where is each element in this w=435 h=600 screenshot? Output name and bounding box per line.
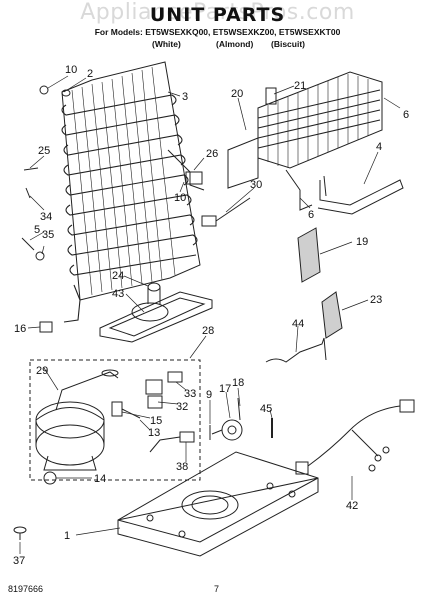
page-title: UNIT PARTS (149, 4, 286, 26)
watermark: AppliancePartsPros.com (80, 0, 355, 25)
defrost-heater (317, 175, 404, 215)
callout-18: 18 (232, 377, 244, 389)
callout-16: 16 (14, 323, 26, 335)
callout-10a: 10 (65, 64, 77, 76)
drain-tube-44 (265, 337, 327, 363)
callout-2: 2 (87, 68, 93, 80)
callout-28: 28 (202, 325, 214, 337)
callout-35: 35 (42, 229, 54, 241)
variant-almond: (Almond) (216, 39, 254, 49)
wire-connector-30 (201, 197, 251, 227)
callout-20: 20 (231, 88, 243, 100)
callout-6a: 6 (403, 109, 409, 121)
callout-43: 43 (112, 288, 124, 300)
part-37 (13, 526, 27, 534)
callout-34: 34 (40, 211, 52, 223)
callout-38: 38 (176, 461, 188, 473)
callout-19: 19 (356, 236, 368, 248)
models-line: For Models: ET5WSEXKQ00, ET5WSEXKZ00, ET… (94, 27, 341, 37)
callout-44: 44 (292, 318, 304, 330)
compressor-group-box (29, 359, 201, 481)
callout-26: 26 (206, 148, 218, 160)
callout-17: 17 (219, 383, 231, 395)
callout-30: 30 (250, 179, 262, 191)
callout-45: 45 (260, 403, 272, 415)
capacitor-17 (209, 397, 243, 441)
condenser-coil (61, 61, 205, 323)
callout-33: 33 (184, 388, 196, 400)
callout-24: 24 (112, 270, 124, 282)
doc-number: 8197666 (8, 584, 44, 594)
clip-16 (39, 321, 53, 333)
callout-3: 3 (182, 91, 188, 103)
screw-25 (23, 167, 39, 171)
variant-biscuit: (Biscuit) (271, 39, 305, 49)
page-number: 7 (214, 584, 220, 594)
callout-37: 37 (13, 555, 25, 567)
insulation-pad-19 (297, 227, 321, 283)
callout-32: 32 (176, 401, 188, 413)
callout-14: 14 (94, 473, 106, 485)
screw-34 (25, 187, 31, 199)
callout-4: 4 (376, 141, 382, 153)
callout-23: 23 (370, 294, 382, 306)
wire-harness-42 (295, 399, 415, 475)
callout-25: 25 (38, 145, 50, 157)
callout-5: 5 (34, 224, 40, 236)
callout-29: 29 (36, 365, 48, 377)
screw-10-top (39, 85, 49, 95)
base-plate (117, 451, 319, 557)
start-relay (111, 371, 183, 419)
callout-42: 42 (346, 500, 358, 512)
washer-35 (35, 251, 45, 261)
callout-6b: 6 (308, 209, 314, 221)
overload-38 (149, 431, 195, 453)
grommet-14 (43, 471, 57, 485)
compressor (35, 369, 119, 471)
screw-5 (21, 237, 35, 251)
callout-15: 15 (150, 415, 162, 427)
callout-10b: 10 (174, 192, 186, 204)
callout-1: 1 (64, 530, 70, 542)
callout-21: 21 (294, 80, 306, 92)
drain-pan (99, 282, 213, 343)
variant-white: (White) (152, 39, 181, 49)
evaporator-coil (227, 71, 383, 211)
callout-13: 13 (148, 427, 160, 439)
insulation-pad-23 (321, 291, 343, 339)
callout-9: 9 (206, 389, 212, 401)
